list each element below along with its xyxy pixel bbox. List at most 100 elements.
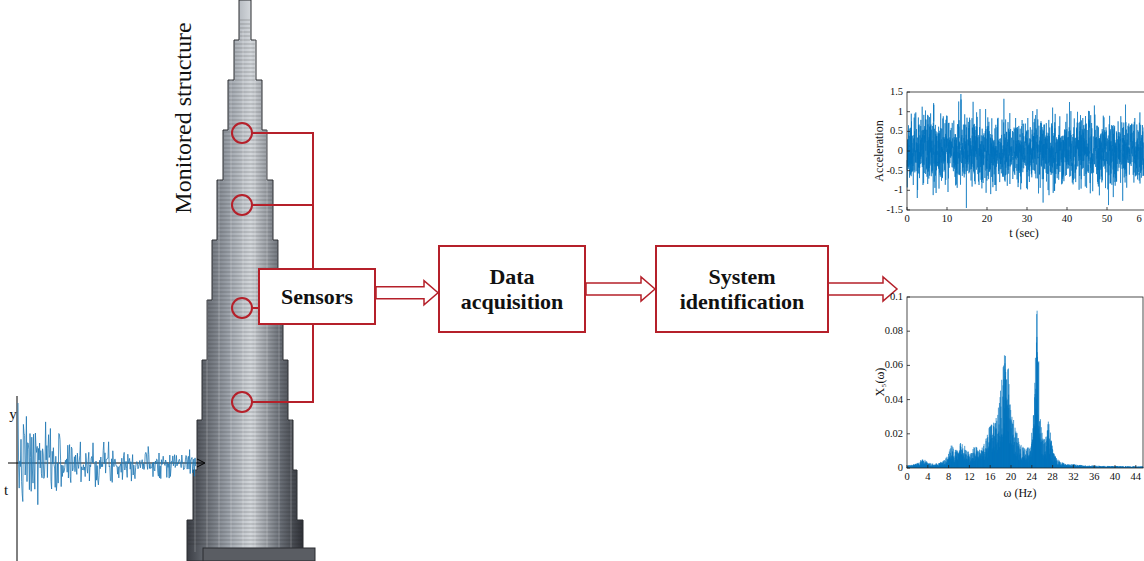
tick-mark	[907, 151, 910, 152]
tower-floor-line	[235, 44, 255, 45]
tower-floor-line	[188, 524, 302, 525]
tick-label: 44	[1131, 472, 1142, 483]
tick-mark	[1107, 207, 1108, 210]
tower-floor-line	[194, 484, 296, 485]
tick-mark	[907, 92, 910, 93]
tower-floor-line	[203, 380, 287, 381]
tower-floor-line	[198, 444, 292, 445]
tick-mark	[907, 331, 910, 332]
tower-floor-line	[198, 424, 292, 425]
tick-label: 16	[985, 472, 996, 483]
tower-floor-line	[203, 388, 287, 389]
tower-floor-line	[188, 532, 302, 533]
tick-label: 0	[904, 214, 909, 225]
tower-floor-line	[235, 52, 255, 53]
tower-floor-line	[203, 368, 287, 369]
tower-floor-line	[229, 84, 261, 85]
tick-mark	[1094, 465, 1095, 468]
tick-label: 36	[1089, 472, 1100, 483]
tower-floor-line	[198, 468, 292, 469]
tower-floor-line	[240, 28, 250, 29]
plot-frame	[907, 297, 1143, 468]
tower-floor-line	[235, 76, 255, 77]
text-stack: Sensors	[281, 284, 353, 309]
tick-label: 1.5	[890, 87, 903, 98]
tower-floor-line	[218, 220, 272, 221]
tick-mark	[907, 465, 908, 468]
tick-label: 10	[942, 214, 953, 225]
tower-floor-line	[229, 100, 261, 101]
tower-floor-line	[218, 228, 272, 229]
sensor-circle	[232, 298, 252, 318]
tower-floor-line	[194, 492, 296, 493]
tower-floor-line	[229, 96, 261, 97]
axis-title: t (sec)	[1009, 227, 1039, 239]
sensor-circle	[232, 123, 252, 143]
tower-floor-line	[203, 408, 287, 409]
block-arrow	[376, 281, 438, 305]
text-stack: System identification	[667, 264, 817, 315]
tower-floor-line	[203, 416, 287, 417]
tower-floor-line	[198, 440, 292, 441]
tick-mark	[907, 207, 908, 210]
tower-floor-line	[203, 384, 287, 385]
tick-label: 50	[1102, 214, 1113, 225]
tick-mark	[947, 207, 948, 210]
tick-label: 32	[1068, 472, 1079, 483]
tick-mark	[1052, 465, 1053, 468]
input-signal	[8, 396, 205, 561]
tower-floor-line	[229, 108, 261, 109]
box-text: Data acquisition	[450, 264, 574, 315]
process-box: System identification	[655, 245, 829, 333]
axis-title: ω (Hz)	[1004, 487, 1037, 499]
tower-floor-line	[203, 404, 287, 405]
process-box: Data acquisition	[438, 245, 586, 333]
tower-floor-line	[194, 504, 296, 505]
axis-name: t	[4, 483, 8, 498]
tick-label: 1	[898, 106, 903, 117]
tower-floor-line	[235, 60, 255, 61]
box-text: Sensors	[281, 284, 353, 309]
tick-label: -1	[894, 185, 903, 196]
tick-mark	[907, 399, 910, 400]
tick-mark	[927, 465, 928, 468]
tower-floor-line	[240, 40, 250, 41]
axis-title: X₅(ω)	[874, 368, 886, 397]
tick-label: 4	[925, 472, 930, 483]
tick-label: 12	[964, 472, 975, 483]
tick-label: 40	[1110, 472, 1121, 483]
tick-mark	[907, 131, 910, 132]
tick-label: 0.5	[890, 126, 903, 137]
tick-mark	[1011, 465, 1012, 468]
tower-floor-line	[203, 364, 287, 365]
tick-label: 20	[1006, 472, 1017, 483]
text-stack: Data acquisition	[450, 264, 574, 315]
tick-mark	[907, 111, 910, 112]
tick-label: 30	[1022, 214, 1033, 225]
axis-title: Acceleration	[873, 120, 885, 181]
tower-floor-line	[229, 92, 261, 93]
acceleration-trace	[907, 94, 1144, 208]
tick-mark	[1115, 465, 1116, 468]
tower-floor-line	[198, 456, 292, 457]
tower-floor-line	[203, 400, 287, 401]
tick-label: 40	[1062, 214, 1073, 225]
tower-floor-line	[198, 452, 292, 453]
tower-floor-line	[218, 212, 272, 213]
acceleration-plot	[907, 92, 1144, 210]
tick-label: 8	[946, 472, 951, 483]
tower-fin	[218, 30, 220, 552]
axis-arrowhead	[197, 459, 205, 467]
tick-mark	[1135, 465, 1136, 468]
tower-floor-line	[218, 192, 272, 193]
tick-label: 0	[904, 472, 909, 483]
plot-frame	[907, 92, 1144, 210]
signal-trace	[18, 403, 196, 505]
tower-fin	[254, 30, 256, 552]
tower-floor-line	[194, 496, 296, 497]
tower-floor-line	[198, 460, 292, 461]
tick-label: -0.5	[886, 165, 903, 176]
tick-label: 0.02	[885, 429, 903, 440]
tower-floor-line	[218, 240, 272, 241]
tower-floor-line	[240, 20, 250, 21]
